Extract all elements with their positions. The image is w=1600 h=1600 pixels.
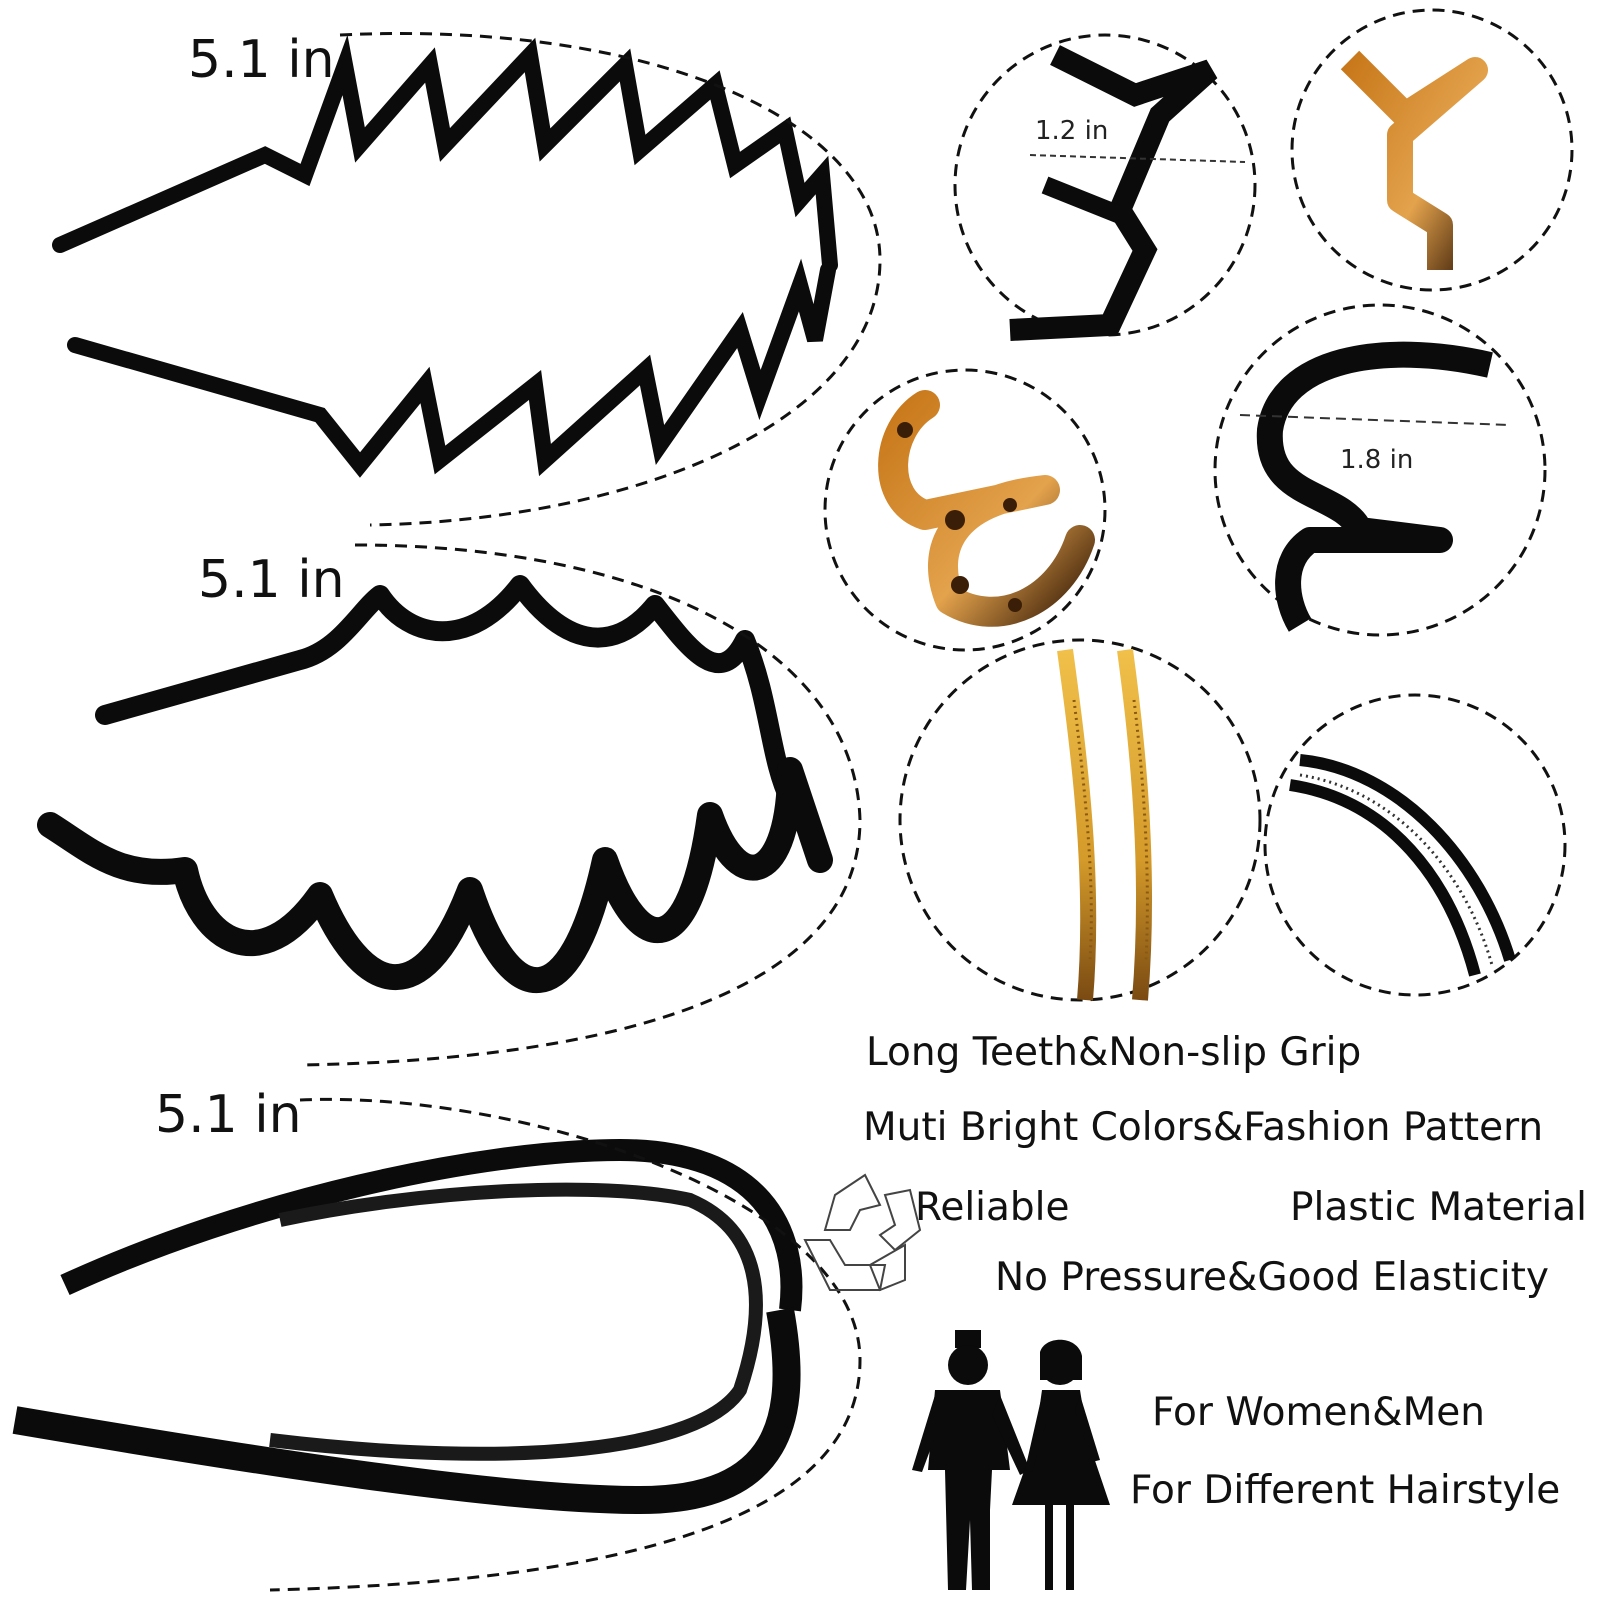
zigzag-headband-lower-arm <box>67 258 836 478</box>
feature-elasticity: No Pressure&Good Elasticity <box>995 1255 1549 1300</box>
wavy-headband-upper-arm <box>95 575 800 810</box>
zigzag-headband-outline <box>339 32 882 527</box>
detail-circle-zigzag-tooth <box>953 33 1257 341</box>
wavy-headband <box>37 543 862 1067</box>
feature-bright-colors: Muti Bright Colors&Fashion Pattern <box>863 1105 1544 1150</box>
wave-depth-label: 1.8 in <box>1340 445 1414 475</box>
tooth-width-label: 1.2 in <box>1035 116 1109 146</box>
detail-circle-black-band <box>1263 693 1567 997</box>
zigzag-headband <box>52 32 882 527</box>
man-woman-icon <box>912 1330 1110 1590</box>
zigzag-headband-upper-arm <box>52 34 838 273</box>
band-2-length-label: 5.1 in <box>198 550 345 610</box>
feature-non-slip-grip: Long Teeth&Non-slip Grip <box>866 1030 1362 1075</box>
recycle-icon <box>803 1173 922 1292</box>
feature-plastic-material: Plastic Material <box>1290 1185 1587 1230</box>
detail-circle-tortoise-tooth <box>1290 8 1574 292</box>
detail-circle-gold-band <box>898 638 1262 1002</box>
feature-hairstyle: For Different Hairstyle <box>1130 1468 1561 1513</box>
double-headband-bottom-band <box>12 1307 801 1515</box>
band-3-length-label: 5.1 in <box>155 1085 302 1145</box>
double-headband-inner-band <box>269 1182 763 1461</box>
double-headband-top-band <box>60 1138 803 1312</box>
feature-women-men: For Women&Men <box>1152 1390 1485 1435</box>
double-headband-outline <box>269 1097 862 1592</box>
detail-circle-wave-curve <box>1213 303 1547 637</box>
detail-circle-tortoise-wave <box>823 368 1107 652</box>
double-headband <box>12 1097 862 1592</box>
band-1-length-label: 5.1 in <box>188 30 335 90</box>
feature-reliable: Reliable <box>915 1185 1070 1230</box>
wavy-headband-lower-arm <box>37 757 833 994</box>
wavy-headband-outline <box>299 543 862 1067</box>
